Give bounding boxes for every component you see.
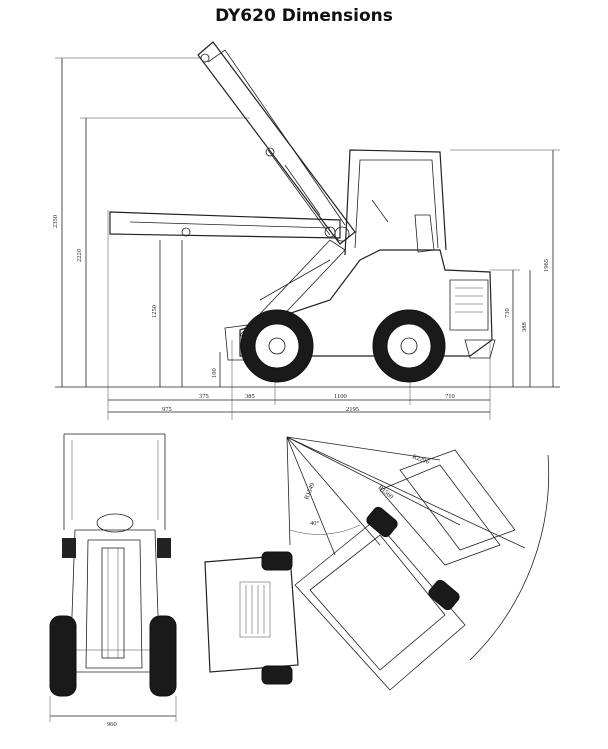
dim-r2296: R2296 (411, 453, 430, 466)
front-left-wheel (49, 615, 77, 697)
dim-385: 385 (245, 393, 255, 400)
top-rear-wheel-left (261, 551, 293, 571)
top-view (204, 436, 550, 691)
dim-r1560: R1560 (377, 484, 395, 501)
dim-1100: 1100 (334, 393, 347, 400)
dim-730: 730 (504, 308, 511, 318)
dim-r1549: R1549 (303, 482, 316, 501)
dim-2195: 2195 (346, 406, 359, 413)
top-rear-wheel-right (261, 665, 293, 685)
dim-975: 975 (162, 406, 172, 413)
dim-375: 375 (199, 393, 209, 400)
dim-2350: 2350 (52, 215, 59, 228)
dim-100: 100 (211, 368, 218, 378)
front-view (49, 433, 177, 722)
top-front-wheel-right (428, 579, 460, 611)
dim-1965: 1965 (543, 259, 550, 272)
side-view (55, 41, 560, 420)
dim-1250: 1250 (151, 305, 158, 318)
front-right-wheel (149, 615, 177, 697)
dim-388: 388 (521, 322, 528, 332)
dim-710: 710 (445, 393, 455, 400)
top-front-wheel-left (366, 506, 398, 538)
dim-2220: 2220 (76, 249, 83, 262)
dim-960: 960 (107, 721, 117, 728)
page-title: DY620 Dimensions (215, 6, 393, 26)
dim-angle-40: 40° (310, 520, 320, 527)
